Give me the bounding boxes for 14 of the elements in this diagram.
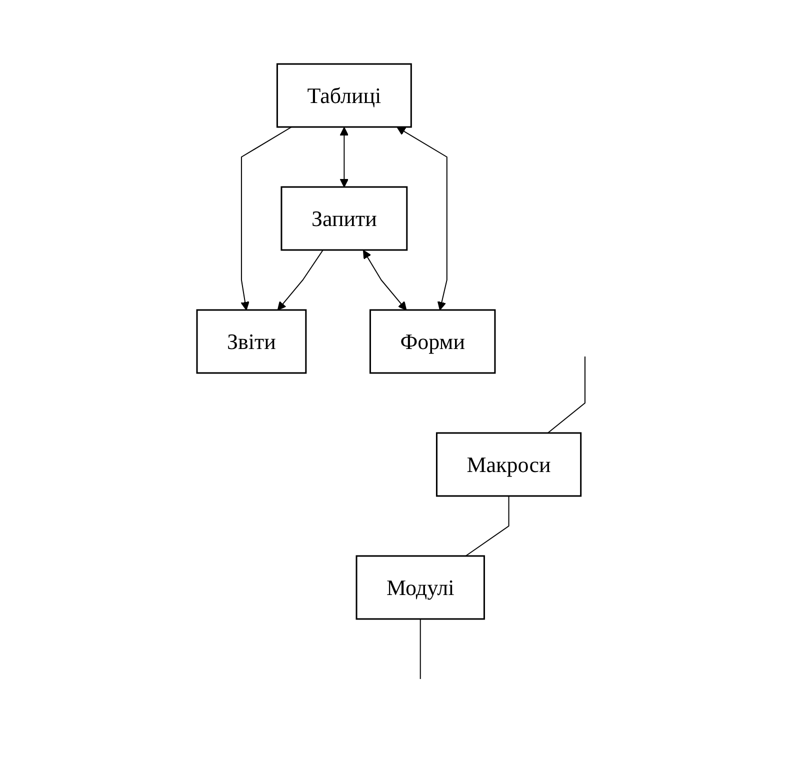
node-box: Модулі xyxy=(355,555,484,620)
arrow xyxy=(276,250,323,310)
node-box: Звіти xyxy=(196,309,306,374)
arrow xyxy=(396,126,447,310)
node-box: Таблиці xyxy=(276,63,412,128)
node-box: Макроси xyxy=(436,432,582,497)
node-box: Форми xyxy=(368,309,496,374)
connector xyxy=(464,496,509,556)
arrow xyxy=(362,250,406,310)
node-box: Запити xyxy=(280,186,408,251)
connector xyxy=(419,618,420,680)
arrow xyxy=(240,126,292,310)
arrow xyxy=(339,127,348,188)
connector xyxy=(546,356,585,434)
